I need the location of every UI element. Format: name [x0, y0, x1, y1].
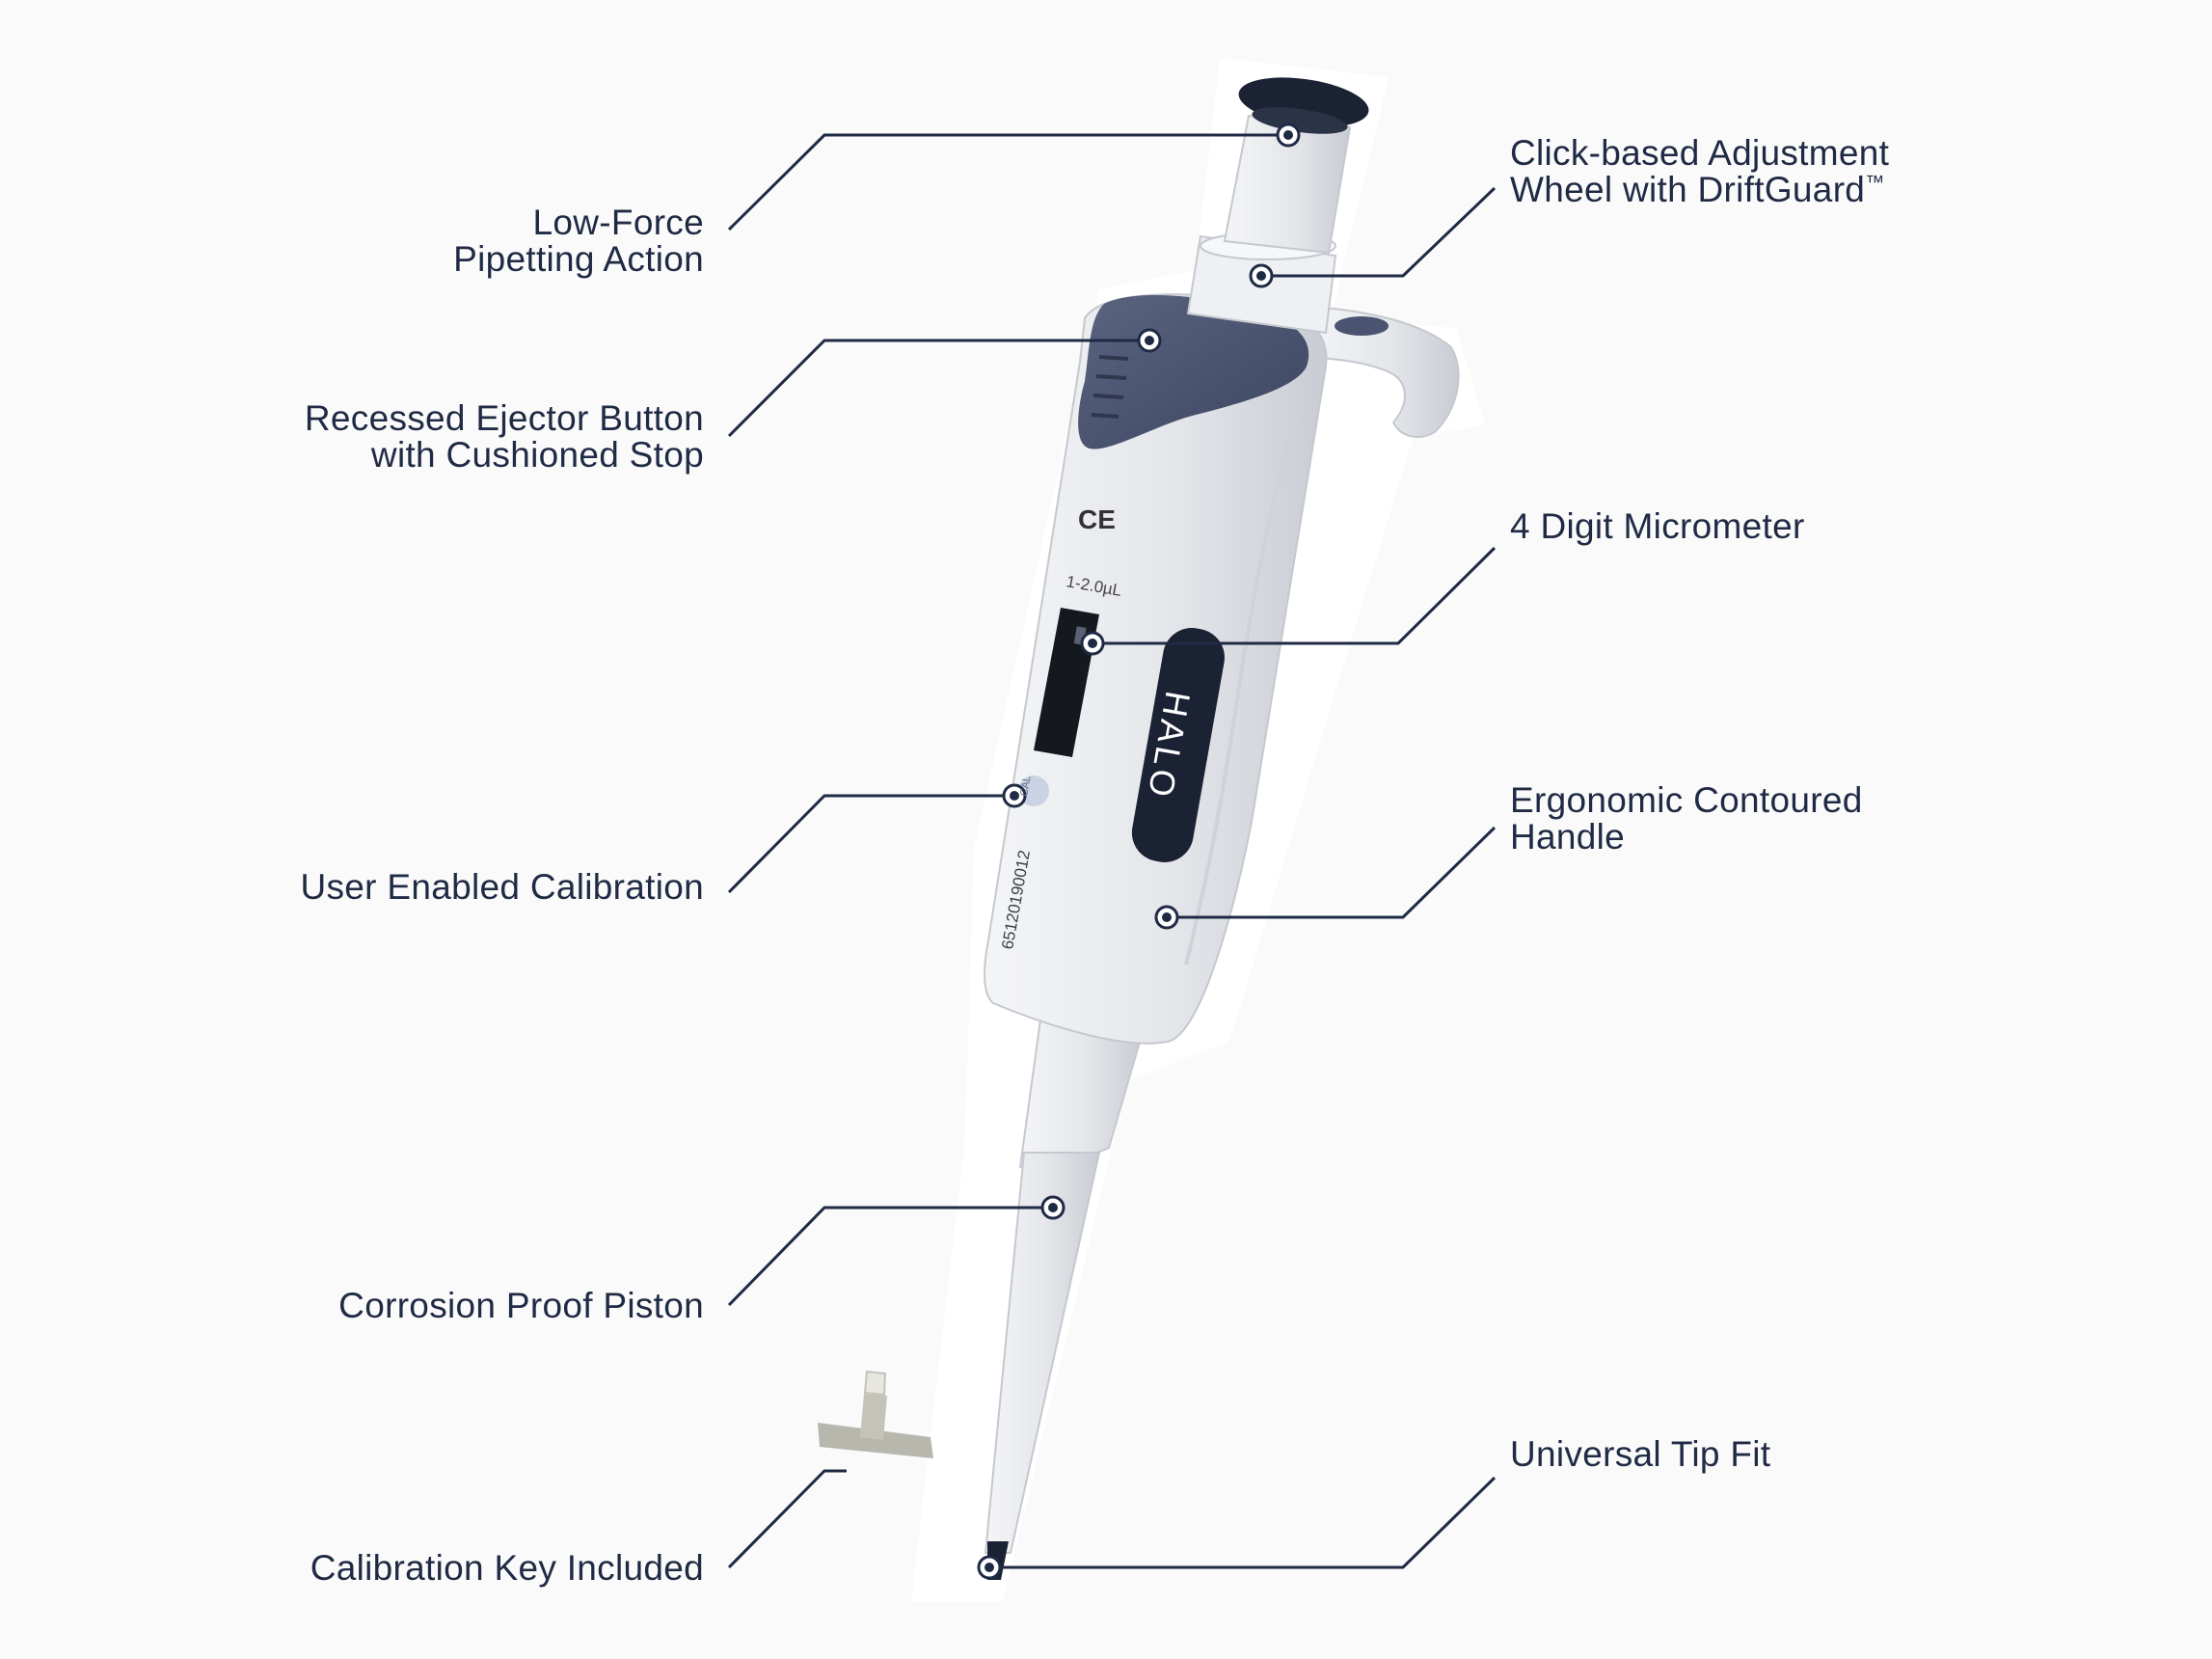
dot-piston	[1040, 1195, 1066, 1220]
callout-tip-fit: Universal Tip Fit	[1510, 1436, 1770, 1473]
callout-handle-line2: Handle	[1510, 817, 1626, 857]
callout-piston-line1: Corrosion Proof Piston	[338, 1286, 704, 1325]
callout-dots	[977, 122, 1301, 1580]
dot-tip-fit	[977, 1555, 1002, 1580]
dot-handle	[1154, 905, 1179, 930]
leader-calibration	[727, 794, 1014, 894]
callout-tip-fit-line1: Universal Tip Fit	[1510, 1434, 1771, 1474]
callout-handle-line1: Ergonomic Contoured	[1510, 780, 1863, 820]
callout-handle: Ergonomic Contoured Handle	[1510, 782, 1863, 856]
halo-badge	[1131, 628, 1225, 862]
calibration-key	[818, 1370, 933, 1458]
callout-adjust-wheel-line2-text: Wheel with DriftGuard	[1510, 170, 1866, 209]
trademark-symbol: ™	[1865, 172, 1885, 194]
leader-cal-key	[727, 1469, 847, 1569]
callout-calibration: User Enabled Calibration	[300, 869, 704, 906]
callout-adjust-wheel-line2: Wheel with DriftGuard™	[1510, 172, 1889, 208]
callout-adjust-wheel-line1: Click-based Adjustment	[1510, 133, 1890, 173]
leader-lines	[727, 133, 1497, 1569]
leader-tip-fit	[989, 1476, 1497, 1569]
finger-hook	[1305, 305, 1460, 438]
callout-low-force: Low-Force Pipetting Action	[453, 204, 704, 278]
leader-piston	[727, 1206, 1053, 1307]
ce-mark: CE	[1078, 504, 1116, 534]
leader-adjust-wheel	[1261, 186, 1497, 278]
ejector-button	[1078, 294, 1309, 449]
dot-low-force	[1276, 122, 1301, 148]
leader-handle	[1167, 826, 1497, 919]
callout-adjust-wheel: Click-based Adjustment Wheel with DriftG…	[1510, 135, 1889, 208]
callout-micrometer: 4 Digit Micrometer	[1510, 508, 1805, 545]
cal-badge-label: CAL	[1018, 775, 1034, 797]
callout-calibration-line1: User Enabled Calibration	[300, 867, 704, 907]
dot-calibration	[1002, 783, 1027, 808]
callout-ejector: Recessed Ejector Button with Cushioned S…	[305, 400, 704, 474]
callout-cal-key: Calibration Key Included	[310, 1550, 704, 1587]
dot-ejector	[1137, 328, 1162, 353]
leader-ejector	[727, 339, 1149, 438]
callout-cal-key-line1: Calibration Key Included	[310, 1548, 704, 1588]
leader-low-force	[727, 133, 1288, 231]
callout-low-force-line2: Pipetting Action	[453, 239, 704, 279]
piston-shaft	[984, 1011, 1145, 1580]
callout-ejector-line1: Recessed Ejector Button	[304, 398, 704, 438]
dot-micrometer	[1080, 631, 1105, 656]
plunger	[1223, 77, 1369, 255]
callout-piston: Corrosion Proof Piston	[338, 1288, 704, 1324]
dot-adjust-wheel	[1249, 263, 1274, 288]
callout-micrometer-line1: 4 Digit Micrometer	[1510, 506, 1805, 546]
callout-ejector-line2: with Cushioned Stop	[370, 435, 704, 475]
callout-low-force-line1: Low-Force	[532, 203, 704, 242]
leader-micrometer	[1093, 546, 1497, 645]
